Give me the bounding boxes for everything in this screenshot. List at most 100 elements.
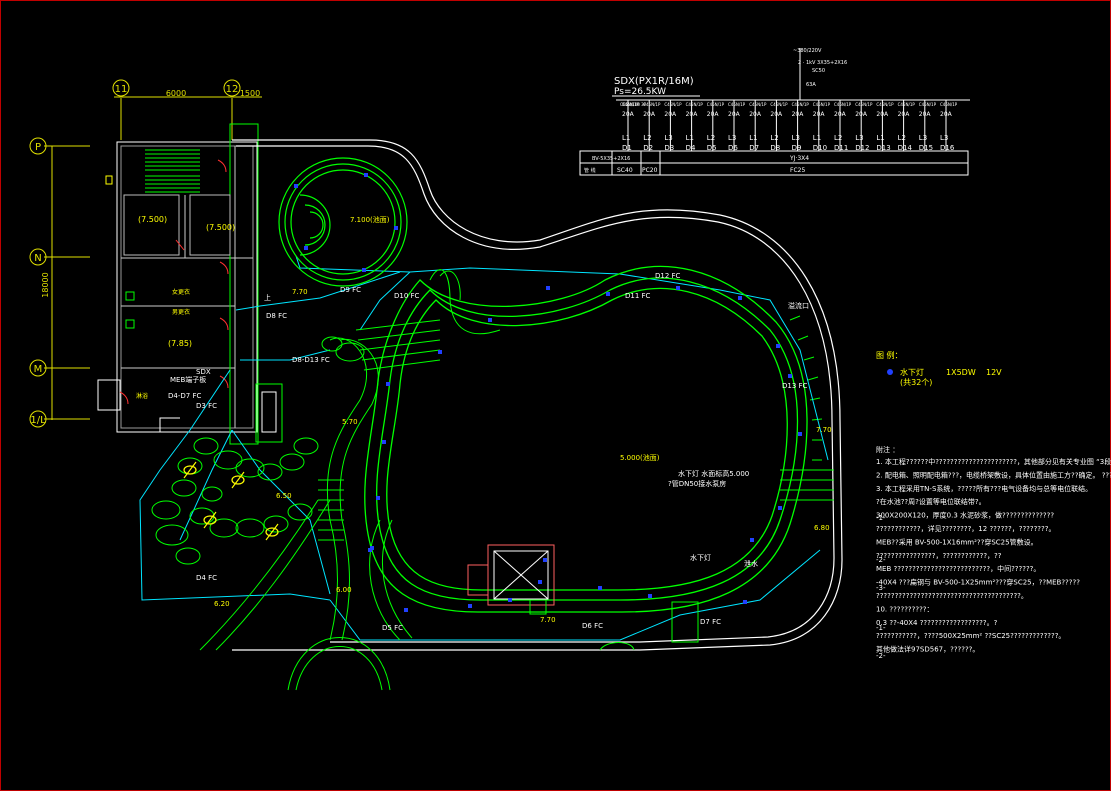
branch-phase: L2 [770,134,778,142]
supply-note: SC50 [812,68,825,74]
grid-label-left: N [34,253,41,264]
underwater-light-icon [598,586,602,590]
pool-note: 水下灯 水面标高5.000 [678,469,749,478]
branch-phase: L1 [686,134,694,142]
yellow-markers [183,461,279,541]
branch-rating: 20A [707,111,720,118]
elevation-label: 7.70 [816,426,832,434]
branch-breaker: C45N/1P [940,102,958,107]
underwater-light-icon [382,440,386,444]
branch-id: D14 [898,144,913,152]
branch-rating: 20A [919,111,932,118]
building [97,123,283,445]
underwater-light-icon [304,246,308,250]
underwater-light-icon [294,184,298,188]
cable-routes [139,255,829,641]
notes-heading: 附注 ： [876,445,899,454]
underwater-light-icon [438,350,442,354]
branch-rating: 20A [876,111,889,118]
branch-rating: 20A [813,111,826,118]
underwater-light-icon [362,268,366,272]
underwater-light-icon [738,296,742,300]
incoming-cable: BV-5X35+2X16 [592,156,630,162]
branch-breaker: C45N/1P [792,102,810,107]
round-pool [278,157,408,287]
branch-id: D10 [813,144,827,152]
branch-rating: 20A [686,111,699,118]
branch-id: D12 [855,144,869,152]
underwater-light-icon [788,374,792,378]
branch-id: D9 [792,144,802,152]
branch-rating: 20A [643,111,656,118]
circuit-label: D3 FC [196,402,217,410]
branch-rating: 20A [664,111,677,118]
note-line: 2. 配电箱、照明配电箱???，电缆桥架敷设，具体位置由施工方??确定。 ???… [876,470,1111,479]
stairs [145,149,200,193]
grid-label-top: 11 [115,84,128,95]
branch-phase: L1 [813,134,821,142]
pavilion [467,544,555,615]
branch-rating: 20A [728,111,741,118]
branch-phase: L2 [707,134,715,142]
supply-note: 63A [806,82,816,88]
note-line: 10. ??????????： [876,605,934,613]
branch-rating: 20A [770,111,783,118]
underwater-light-icon [750,538,754,542]
branch-id: D11 [834,144,848,152]
branch-breaker: C45N/1P [919,102,937,107]
circuit-label: D13 FC [782,382,808,390]
branch-id: D4 [686,144,696,152]
underwater-light-icon [370,546,374,550]
branch-breaker: C45N/1P [749,102,767,107]
dim-label: 6000 [166,89,186,98]
branch-phase: L1 [876,134,884,142]
branch-breaker: C45N/1P [728,102,746,107]
room-label: 男更衣 [172,308,190,316]
grid-labels: 11 12 P N M 1/L 6000 1500 18000 [30,84,260,426]
circuit-label: D5 FC [382,624,403,632]
branch-id: D8 [770,144,780,152]
branch-phase: L3 [919,134,927,142]
grid-axes [29,79,262,428]
elevation-label: 7.70 [292,288,308,296]
note-line: ???????????，????500X25mm² ??SC25????????… [876,632,1065,640]
legend-count: (共32个) [900,378,932,387]
elevation-labels: 7.100(池面) 5.000(池面) 7.70 7.70 7.70 5.70 … [214,215,832,624]
branch-phase: L3 [664,134,672,142]
dim-label-left: 18000 [41,272,50,297]
circuit-label: D4 FC [196,574,217,582]
branch-breaker: C45N/1P [622,102,640,107]
notes-block: 附注 ： 1. 本工程??????中??????????????????????… [876,445,1111,654]
grid-label-left: 1/L [30,415,46,426]
underwater-light-icon [376,496,380,500]
legend: 图 例： 水下灯 1X5DW 12V (共32个) [876,350,1002,387]
grid-label-top: 12 [226,84,239,95]
branch-phase: L2 [834,134,842,142]
up-label: 上 [264,293,271,302]
branch-rating: 20A [834,111,847,118]
underwater-light-icon [394,226,398,230]
circuit-label: D8 FC [266,312,287,320]
elevation-label: 6.00 [336,586,352,594]
underwater-light-icon [778,506,782,510]
branch-breaker: C45N/1P [834,102,852,107]
panel-title: SDX(PX1R/16M) [614,76,694,87]
branch-breaker: C45N/1P [686,102,704,107]
grid-label-left: P [35,142,41,153]
underwater-light-icon [404,608,408,612]
underwater-light-icon [798,432,802,436]
branch-phase: L1 [622,134,630,142]
dim-label: 1500 [240,89,260,98]
note-line: 其他做法详97SD567，??????。 [876,645,979,654]
panel-location-label: SDX [196,368,211,376]
underwater-light-icon [606,292,610,296]
branch-breaker: C45N/1P [770,102,788,107]
note-line: 1. 本工程??????中??????????????????????，其他部分… [876,457,1111,466]
pool-note: ?管DN50接水泵房 [668,479,726,488]
note-line: MEB??采用 BV-500-1X16mm²??穿SC25管敷设。 [876,537,1038,546]
underwater-light-icon [776,344,780,348]
circuit-label: D12 FC [655,272,681,280]
plan-labels: D9 FC D10 FC D11 FC D12 FC D13 FC D8 FC … [168,272,808,632]
rock-garden [151,336,365,651]
